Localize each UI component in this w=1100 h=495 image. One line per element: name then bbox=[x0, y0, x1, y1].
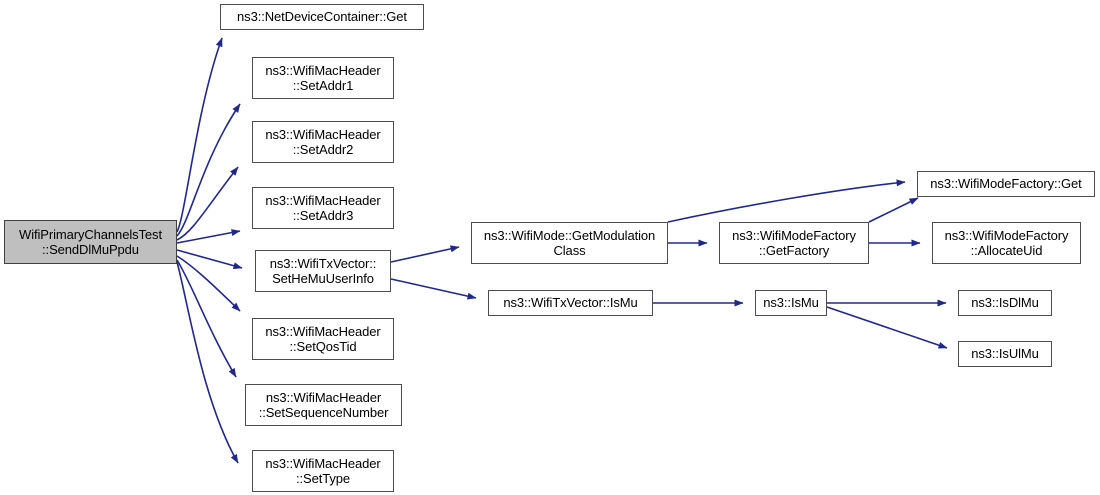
graph-edge-root-to-sethemu bbox=[176, 249, 243, 270]
graph-edge-ismu-to-isulmu bbox=[826, 306, 948, 349]
graph-node-txvecismu[interactable]: ns3::WifiTxVector::IsMu bbox=[488, 290, 653, 316]
graph-edge-root-to-setaddr1 bbox=[176, 103, 241, 237]
graph-node-ismu[interactable]: ns3::IsMu bbox=[755, 290, 827, 316]
graph-node-setaddr3[interactable]: ns3::WifiMacHeader ::SetAddr3 bbox=[252, 187, 394, 229]
graph-node-factoryget[interactable]: ns3::WifiModeFactory::Get bbox=[917, 171, 1095, 197]
graph-edge-root-to-setseqnum bbox=[176, 259, 237, 378]
graph-edge-getmodclass-to-factoryget bbox=[667, 179, 906, 223]
graph-edge-root-to-setqostid bbox=[176, 255, 241, 312]
graph-node-netdevget[interactable]: ns3::NetDeviceContainer::Get bbox=[220, 4, 424, 30]
graph-node-setaddr1[interactable]: ns3::WifiMacHeader ::SetAddr1 bbox=[252, 57, 394, 99]
graph-node-sethemu[interactable]: ns3::WifiTxVector:: SetHeMuUserInfo bbox=[255, 250, 391, 292]
graph-edge-sethemu-to-txvecismu bbox=[390, 278, 477, 300]
graph-node-settype[interactable]: ns3::WifiMacHeader ::SetType bbox=[252, 450, 394, 492]
graph-edge-getfactory-to-factoryget bbox=[868, 197, 919, 223]
graph-node-allocateuid[interactable]: ns3::WifiModeFactory ::AllocateUid bbox=[932, 222, 1081, 264]
graph-node-isdlmu[interactable]: ns3::IsDlMu bbox=[958, 290, 1052, 316]
graph-edge-root-to-netdevget bbox=[176, 37, 223, 233]
graph-node-isulmu[interactable]: ns3::IsUlMu bbox=[958, 341, 1052, 367]
graph-node-getfactory[interactable]: ns3::WifiModeFactory ::GetFactory bbox=[719, 222, 869, 264]
graph-node-getmodclass[interactable]: ns3::WifiMode::GetModulation Class bbox=[471, 222, 668, 264]
graph-node-root: WifiPrimaryChannelsTest ::SendDlMuPpdu bbox=[4, 220, 177, 264]
graph-node-setaddr2[interactable]: ns3::WifiMacHeader ::SetAddr2 bbox=[252, 121, 394, 163]
graph-edge-root-to-settype bbox=[176, 261, 239, 464]
graph-edge-sethemu-to-getmodclass bbox=[390, 245, 460, 263]
graph-node-setseqnum[interactable]: ns3::WifiMacHeader ::SetSequenceNumber bbox=[245, 384, 402, 426]
graph-edge-root-to-setaddr2 bbox=[176, 166, 239, 241]
graph-edge-root-to-setaddr3 bbox=[176, 229, 241, 244]
graph-node-setqostid[interactable]: ns3::WifiMacHeader ::SetQosTid bbox=[252, 318, 394, 360]
